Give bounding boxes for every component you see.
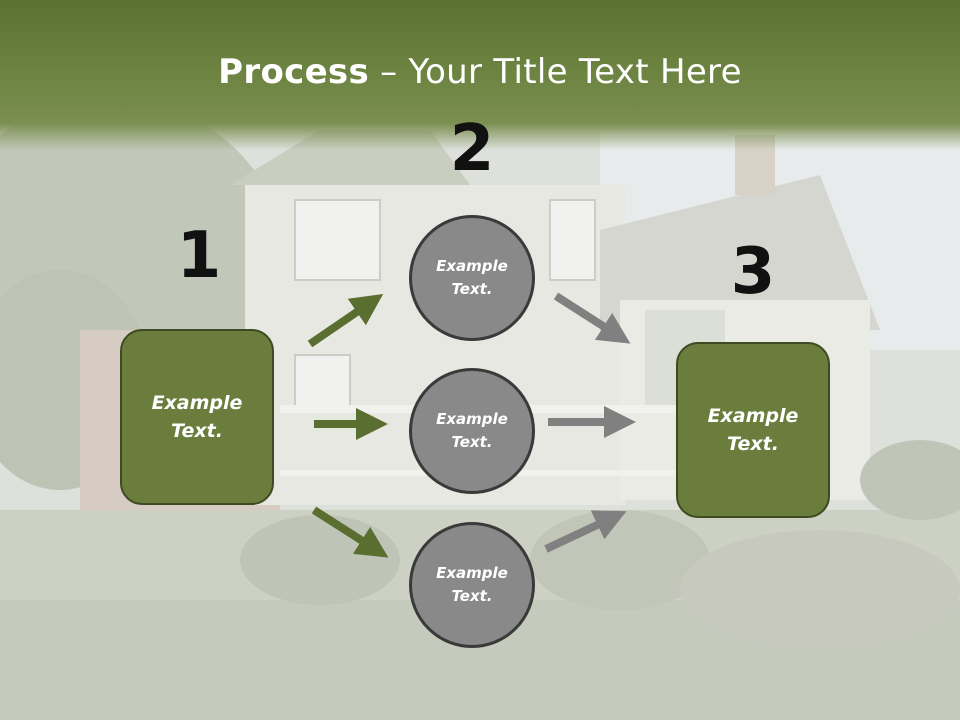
title-rest: – Your Title Text Here — [369, 52, 742, 92]
arrow-left-to-top — [307, 293, 384, 348]
step-number-3: 3 — [730, 235, 776, 309]
step-number-1: 1 — [176, 219, 222, 293]
title-bar — [0, 0, 960, 150]
title-bold: Process — [218, 52, 370, 92]
slide-title: Process – Your Title Text Here — [0, 52, 960, 92]
arrow-bottom-to-right — [544, 510, 627, 553]
step-number-2: 2 — [449, 112, 495, 186]
arrow-top-to-right — [553, 292, 631, 344]
arrow-left-to-bottom — [311, 506, 389, 558]
